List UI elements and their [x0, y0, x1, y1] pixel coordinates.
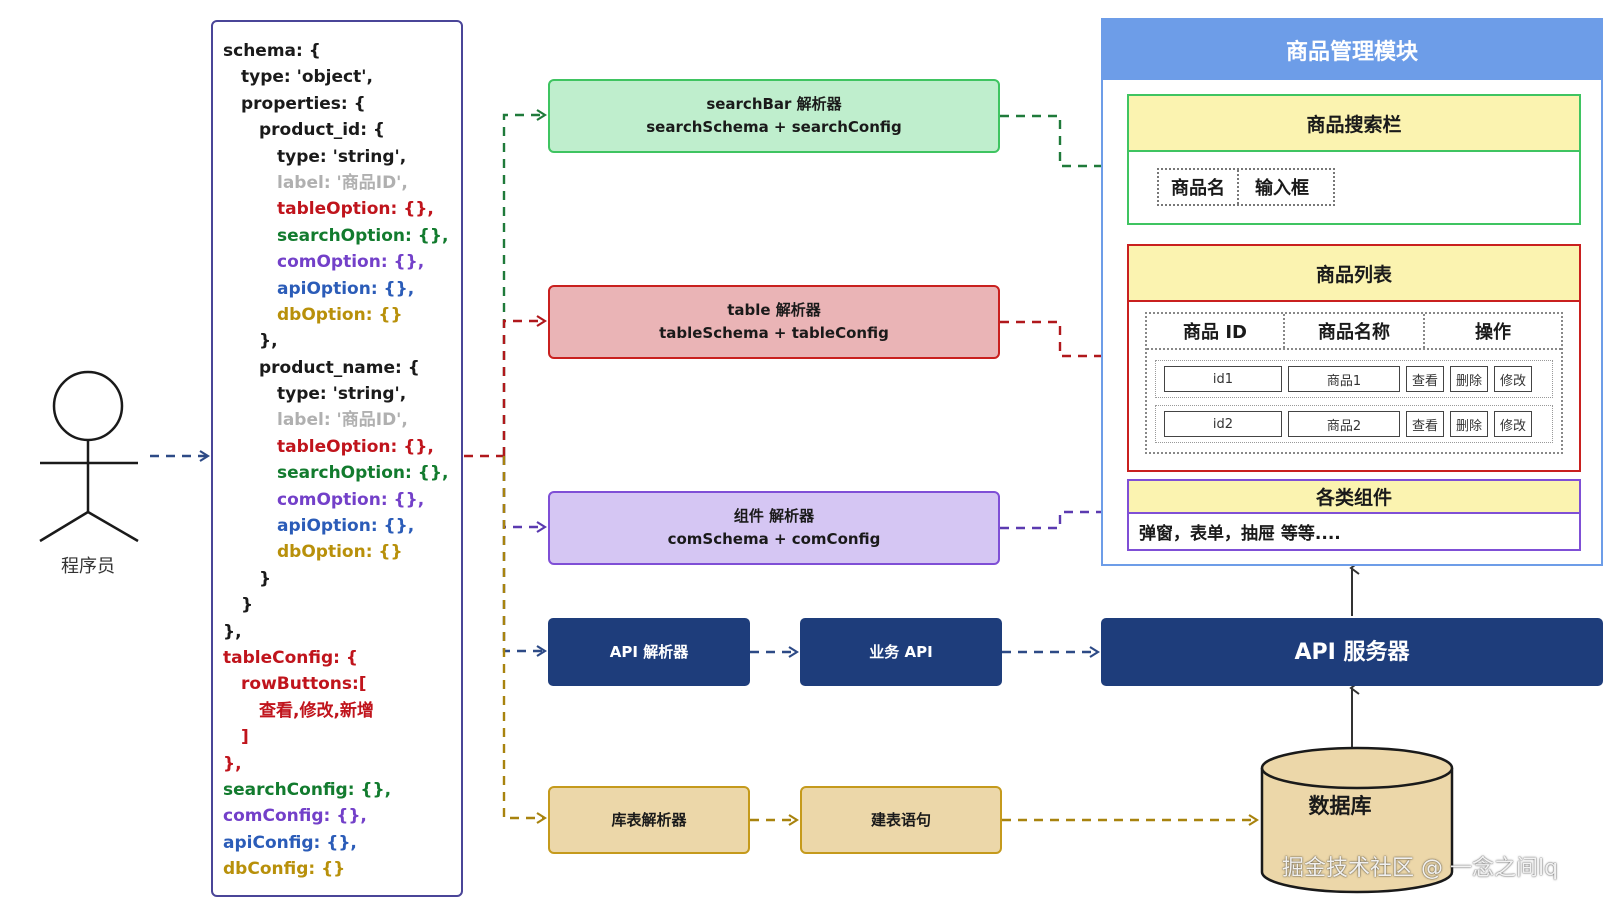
view-button[interactable]: 查看	[1406, 411, 1444, 437]
edit-button[interactable]: 修改	[1494, 411, 1532, 437]
biz-api-title: 业务 API	[869, 642, 933, 661]
arrow-search-to-module	[1000, 114, 1120, 166]
search-field-input[interactable]: 输入框	[1237, 170, 1333, 204]
table-parser-subtitle: tableSchema + tableConfig	[659, 324, 889, 342]
table-parser-box: table 解析器 tableSchema + tableConfig	[548, 285, 1000, 359]
code-line: comOption: {},	[277, 252, 425, 273]
api-server-box: API 服务器	[1101, 618, 1603, 686]
watermark-text: 掘金技术社区 @ 一念之间lq	[1282, 856, 1559, 881]
product-list-title: 商品列表	[1129, 246, 1579, 302]
code-line: tableOption: {},	[277, 199, 434, 220]
programmer-figure	[39, 370, 139, 543]
components-text: 弹窗，表单，抽屉 等等....	[1139, 524, 1341, 544]
code-line: apiConfig: {},	[223, 832, 357, 853]
code-line: 查看,修改,新增	[259, 700, 374, 721]
table-row: id2 商品2 查看 删除 修改	[1155, 405, 1553, 443]
arrow-to-api-parser	[502, 456, 544, 651]
database-label: 数据库	[1308, 794, 1372, 818]
code-line: label: '商品ID',	[277, 410, 408, 431]
code-line: properties: {	[241, 93, 366, 114]
code-line: searchConfig: {},	[223, 779, 392, 800]
ddl-box: 建表语句	[800, 786, 1002, 854]
code-line: comConfig: {},	[223, 806, 367, 827]
code-line: searchOption: {},	[277, 463, 449, 484]
search-parser-box: searchBar 解析器 searchSchema + searchConfi…	[548, 79, 1000, 153]
code-line: comOption: {},	[277, 489, 425, 510]
biz-api-box: 业务 API	[800, 618, 1002, 686]
code-line: }	[241, 595, 254, 616]
code-line: },	[223, 753, 242, 774]
search-field-label: 商品名	[1171, 178, 1225, 199]
product-list-section: 商品列表 商品 ID 商品名称 操作 id1 商品1 查看 删除 修改 id2 …	[1127, 244, 1581, 472]
schema-code-panel: schema: { type: 'object', properties: { pro…	[211, 20, 463, 897]
code-line: product_id: {	[259, 120, 386, 141]
api-server-title: API 服务器	[1294, 639, 1410, 665]
delete-button[interactable]: 删除	[1450, 366, 1488, 392]
code-line: apiOption: {},	[277, 516, 415, 537]
search-parser-title: searchBar 解析器	[706, 95, 842, 113]
search-bar-title: 商品搜索栏	[1129, 96, 1579, 152]
api-parser-title: API 解析器	[609, 642, 689, 661]
code-line: },	[223, 621, 242, 642]
com-parser-box: 组件 解析器 comSchema + comConfig	[548, 491, 1000, 565]
code-line: type: 'object',	[241, 67, 373, 88]
code-line: type: 'string',	[277, 146, 407, 167]
code-line: tableOption: {},	[277, 436, 434, 457]
code-line: type: 'string',	[277, 384, 407, 405]
product-table: 商品 ID 商品名称 操作 id1 商品1 查看 删除 修改 id2 商品2 查…	[1145, 312, 1563, 454]
db-parser-box: 库表解析器	[548, 786, 750, 854]
code-line: dbOption: {}	[277, 304, 403, 325]
code-line: apiOption: {},	[277, 278, 415, 299]
com-parser-subtitle: comSchema + comConfig	[667, 530, 881, 548]
row-id-cell: id2	[1164, 411, 1282, 437]
arrow-to-table-parser	[502, 321, 544, 456]
database-cylinder	[1260, 746, 1454, 894]
arrow-to-search-parser	[502, 115, 544, 456]
code-line: searchOption: {},	[277, 225, 449, 246]
row-id-cell: id1	[1164, 366, 1282, 392]
components-section: 各类组件 弹窗，表单，抽屉 等等....	[1127, 479, 1581, 551]
arrow-to-com-parser	[502, 456, 544, 527]
row-name-cell: 商品2	[1288, 411, 1400, 437]
components-title: 各类组件	[1129, 481, 1579, 514]
view-button[interactable]: 查看	[1406, 366, 1444, 392]
code-line: product_name: {	[259, 357, 420, 378]
code-line: label: '商品ID',	[277, 172, 408, 193]
com-parser-title: 组件 解析器	[733, 507, 815, 525]
row-name-cell: 商品1	[1288, 366, 1400, 392]
table-parser-title: table 解析器	[727, 301, 821, 319]
arrow-com-to-module	[1000, 512, 1120, 530]
code-line: schema: {	[223, 41, 321, 61]
ddl-title: 建表语句	[870, 810, 931, 829]
module-title: 商品管理模块	[1103, 20, 1601, 80]
edit-button[interactable]: 修改	[1494, 366, 1532, 392]
code-line: ]	[241, 727, 249, 748]
code-line: dbConfig: {}	[223, 859, 346, 880]
code-line: dbOption: {}	[277, 542, 403, 563]
delete-button[interactable]: 删除	[1450, 411, 1488, 437]
code-line: }	[259, 568, 272, 589]
column-header-actions: 操作	[1423, 314, 1561, 348]
column-header-id: 商品 ID	[1183, 322, 1247, 343]
column-header-name: 商品名称	[1283, 314, 1423, 348]
product-table-header: 商品 ID 商品名称 操作	[1147, 314, 1561, 350]
actor-label: 程序员	[61, 556, 115, 577]
arrow-to-db-parser	[502, 456, 544, 818]
table-row: id1 商品1 查看 删除 修改	[1155, 360, 1553, 398]
api-parser-box: API 解析器	[548, 618, 750, 686]
search-bar-section: 商品搜索栏 商品名 输入框	[1127, 94, 1581, 225]
db-parser-title: 库表解析器	[611, 810, 687, 829]
code-line: tableConfig: {	[223, 647, 358, 668]
code-line: rowButtons:[	[241, 674, 367, 695]
search-parser-subtitle: searchSchema + searchConfig	[646, 118, 902, 136]
code-line: },	[259, 331, 278, 352]
search-field-row: 商品名 输入框	[1157, 168, 1335, 206]
product-module-panel: 商品管理模块 商品搜索栏 商品名 输入框 商品列表 商品 ID 商品名称 操作 …	[1101, 18, 1603, 566]
